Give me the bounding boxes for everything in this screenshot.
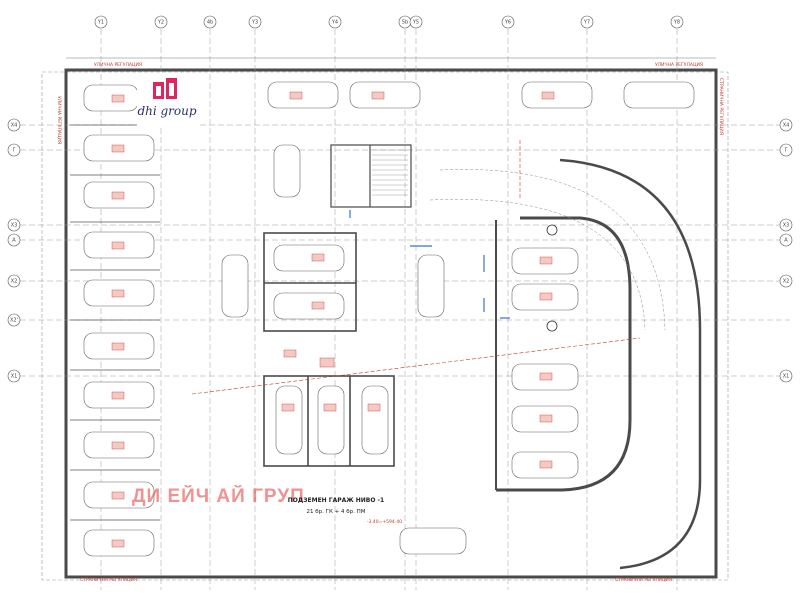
grid-label-a-right: A [784,238,788,244]
regulation-label-bottom-left: СТРАНИЧНА РЕГУЛАЦИЯ [80,578,137,583]
grid-label-y3: Y3 [251,20,258,26]
ramp-inner-curve [496,216,632,492]
regulation-label-right: СТРАНИЧНА РЕГУЛАЦИЯ [718,78,723,135]
site-boundary [41,71,729,581]
grid-label-x2p-left: X2' [10,318,18,324]
grid-label-y1: Y1 [97,20,104,26]
dhi-logo-icon [153,78,177,99]
left-bay-tags [111,94,125,548]
grid-label-y7: Y7 [583,20,590,26]
grid-label-x1-left: X1 [11,374,18,380]
elevation-label: -3.40=+594.40 [367,520,402,525]
red-service-lines [191,140,641,395]
grid-label-a-left: A [12,238,16,244]
plan-subtitle: 21 бр. ГК + 4 бр. ПМ [306,509,366,515]
company-logo: dhi group [137,74,197,126]
grid-label-x4-left: X4 [11,123,18,129]
grid-bubbles-top [94,15,684,29]
grid-label-x2-right: X2 [783,279,790,285]
central-cars [221,144,467,555]
grid-label-y6: Y6 [504,20,511,26]
right-bay-tags [539,256,553,469]
grid-label-x2-left: X2 [11,279,18,285]
grid-label-y4: Y4 [331,20,338,26]
logo-text: dhi group [137,104,197,118]
central-parking-block [263,232,395,467]
regulation-label-top-right: УЛИЧНА РЕГУЛАЦИЯ [655,63,703,68]
top-bay-tags [289,91,555,100]
regulation-label-top-left: УЛИЧНА РЕГУЛАЦИЯ [94,63,142,68]
regulation-label-bottom-right: СТРАНИЧНА РЕГУЛАЦИЯ [615,578,672,583]
right-cars [511,247,579,479]
ramp-outer-curve [559,158,702,570]
grid-label-y8: Y8 [673,20,680,26]
grid-bubbles-left [7,118,21,383]
central-bay-tags [281,253,381,412]
grid-bubbles-right [779,118,793,383]
grid-label-g-left: Г [12,148,15,154]
ramp-arcs [429,169,666,331]
grid-label-5b: 5b [402,20,408,26]
blue-markers [349,210,510,319]
grid-label-y2: Y2 [157,20,164,26]
watermark-text: ДИ ЕЙЧ АЙ ГРУП [132,486,305,507]
grid-label-g-right: Г [784,148,787,154]
stair-core [330,144,412,208]
outer-wall [64,68,718,579]
regulation-label-left: УЛИЧНА РЕГУЛАЦИЯ [56,96,61,144]
grid-label-x4-right: X4 [783,123,790,129]
grid-label-4b: 4b [207,20,213,26]
top-cars [267,81,695,109]
stair-treads [372,149,408,196]
grid-label-x1-right: X1 [783,374,790,380]
grid-label-x3-left: X3 [11,223,18,229]
grid-label-y5: Y5 [412,20,419,26]
grid-label-x3-right: X3 [783,223,790,229]
plan-title: ПОДЗЕМЕН ГАРАЖ НИВО -1 [287,497,385,504]
accessible-parking-icons [546,224,558,332]
